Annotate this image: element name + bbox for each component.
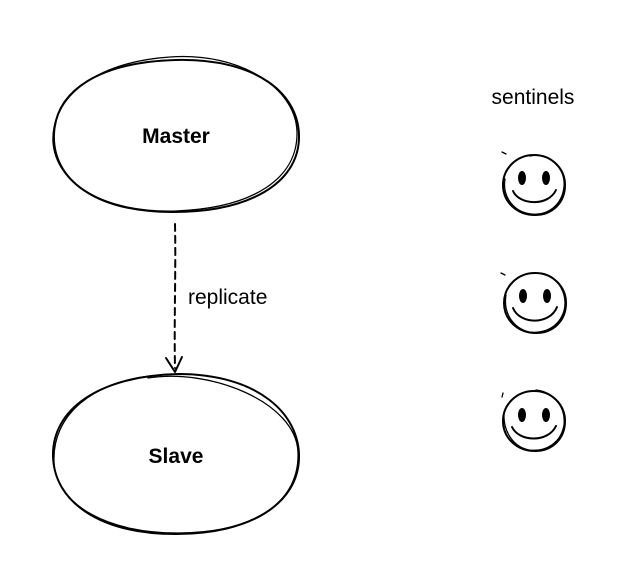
master-node: Master <box>52 55 301 213</box>
sentinel-smiley-icon <box>501 151 566 216</box>
sentinel-smiley-icon <box>500 272 567 334</box>
master-label: Master <box>142 125 210 148</box>
arrowhead-icon <box>165 356 183 373</box>
slave-node: Slave <box>51 373 301 535</box>
replicate-edge: replicate <box>165 223 267 373</box>
replicate-label: replicate <box>188 286 267 309</box>
slave-label: Slave <box>149 445 204 468</box>
sentinel-smiley-icon <box>501 389 566 452</box>
sentinels-label: sentinels <box>492 86 575 109</box>
